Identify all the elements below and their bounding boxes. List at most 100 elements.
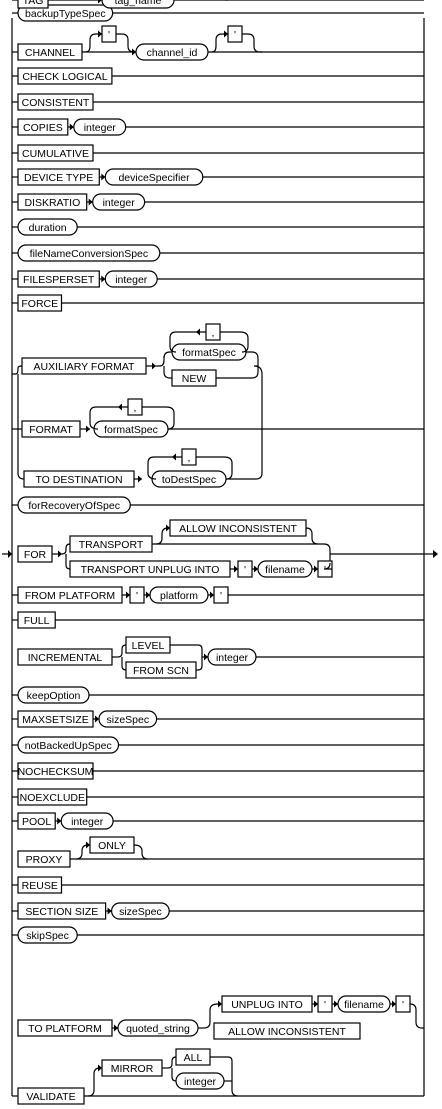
- nonterminal-label: fileNameConversionSpec: [30, 248, 148, 260]
- nonterminal-label: notBackedUpSpec: [25, 740, 112, 752]
- keyword-label: VALIDATE: [26, 1091, 75, 1103]
- flow-arrow: [98, 1064, 102, 1072]
- keyword-label: COPIES: [23, 122, 63, 134]
- keyword-label: TAG: [23, 0, 44, 7]
- optional-rail: [75, 844, 89, 860]
- optional-rail: [211, 33, 228, 53]
- loop-arrow: [118, 403, 122, 411]
- keyword-label: ': [234, 29, 236, 41]
- optional-rail: [242, 33, 261, 53]
- flow-arrow: [132, 48, 136, 56]
- flow-arrow: [98, 0, 102, 4]
- flow-arrow: [107, 907, 112, 915]
- nonterminal-label: channel_id: [147, 47, 198, 59]
- nonterminal-label: skipSpec: [26, 930, 69, 942]
- keyword-label: ': [220, 590, 222, 602]
- keyword-label: REUSE: [22, 880, 58, 892]
- flow-arrow: [126, 591, 130, 599]
- repeat-rail: [169, 331, 206, 353]
- repeat-rail: [89, 406, 128, 430]
- flow-arrow: [152, 362, 156, 370]
- flow-arrow: [146, 591, 150, 599]
- rail: [323, 562, 332, 570]
- flow-arrow: [224, 30, 228, 38]
- keyword-label: MAXSETSIZE: [22, 714, 89, 726]
- keyword-label: CONSISTENT: [22, 97, 90, 109]
- exit-arrow: [433, 550, 438, 558]
- nonterminal-label: deviceSpecifier: [118, 172, 190, 184]
- rail: [121, 657, 127, 671]
- nonterminal-label: formatSpec: [182, 347, 236, 359]
- rail: [216, 351, 259, 379]
- rail: [61, 543, 71, 555]
- nonterminal-label: duration: [29, 222, 67, 234]
- rail: [171, 1068, 177, 1082]
- keyword-box: [17, 0, 49, 9]
- rail: [253, 365, 263, 429]
- keyword-label: NOCHECKSUM: [18, 766, 94, 778]
- flow-arrow: [234, 565, 238, 573]
- keyword-label: TRANSPORT: [79, 539, 144, 551]
- keyword-label: ALLOW INCONSISTENT: [179, 523, 297, 535]
- flow-arrow: [314, 565, 318, 573]
- rail: [178, 543, 331, 563]
- flow-arrow: [86, 841, 90, 849]
- keyword-label: FORMAT: [29, 424, 73, 436]
- flow-arrow: [101, 275, 106, 283]
- rail: [167, 1056, 177, 1069]
- keyword-label: FOR: [24, 549, 47, 561]
- flow-arrow: [218, 1000, 222, 1008]
- nonterminal-label: keepOption: [27, 690, 81, 702]
- nonterminal-label: filename: [265, 564, 305, 576]
- nonterminal-label: forRecoveryOfSpec: [28, 500, 120, 512]
- keyword-label: FILESPERSET: [23, 274, 95, 286]
- flow-arrow: [392, 1000, 396, 1008]
- flow-arrow: [334, 1000, 338, 1008]
- flow-arrow: [166, 524, 170, 532]
- keyword-label: SECTION SIZE: [25, 906, 98, 918]
- nonterminal-label: sizeSpec: [119, 906, 162, 918]
- nonterminal-label: formatSpec: [104, 424, 158, 436]
- loop-arrow: [196, 328, 200, 336]
- keyword-label: POOL: [22, 816, 51, 828]
- nonterminal-label: integer: [216, 652, 249, 664]
- flow-arrow: [86, 425, 90, 433]
- repeat-rail: [196, 456, 233, 480]
- keyword-label: ': [244, 564, 246, 576]
- optional-rail: [116, 33, 135, 53]
- keyword-label: CHECK LOGICAL: [22, 71, 107, 83]
- keyword-label: ,: [188, 452, 191, 464]
- rail: [210, 1056, 239, 1097]
- rail: [409, 1003, 424, 1029]
- flow-arrow: [138, 475, 142, 483]
- keyword-label: FULL: [24, 615, 50, 627]
- keyword-label: TO DESTINATION: [35, 474, 122, 486]
- optional-rail: [305, 527, 319, 545]
- flow-arrow: [101, 173, 106, 181]
- flow-arrow: [254, 565, 258, 573]
- keyword-label: ,: [134, 402, 137, 414]
- keyword-label: DISKRATIO: [24, 197, 80, 209]
- keyword-label: MIRROR: [111, 1063, 154, 1075]
- keyword-label: ,: [212, 327, 215, 339]
- flow-arrow: [314, 1000, 318, 1008]
- nonterminal-box: [101, 0, 175, 9]
- nonterminal-label: integer: [115, 274, 148, 286]
- keyword-label: ': [324, 564, 326, 576]
- flow-arrow: [204, 653, 208, 661]
- nonterminal-label: toDestSpec: [162, 474, 216, 486]
- keyword-label: TO PLATFORM: [28, 1023, 102, 1035]
- nonterminal-label: integer: [103, 197, 136, 209]
- nonterminal-label: filename: [344, 999, 384, 1011]
- keyword-label: ': [136, 590, 138, 602]
- nonterminal-label: integer: [184, 1076, 217, 1088]
- keyword-label: DEVICE TYPE: [24, 172, 93, 184]
- keyword-label: ': [324, 999, 326, 1011]
- optional-rail: [85, 33, 102, 53]
- entry-arrow: [8, 550, 12, 558]
- flow-arrow: [98, 30, 102, 38]
- optional-rail: [155, 527, 170, 545]
- nonterminal-label: sizeSpec: [106, 714, 149, 726]
